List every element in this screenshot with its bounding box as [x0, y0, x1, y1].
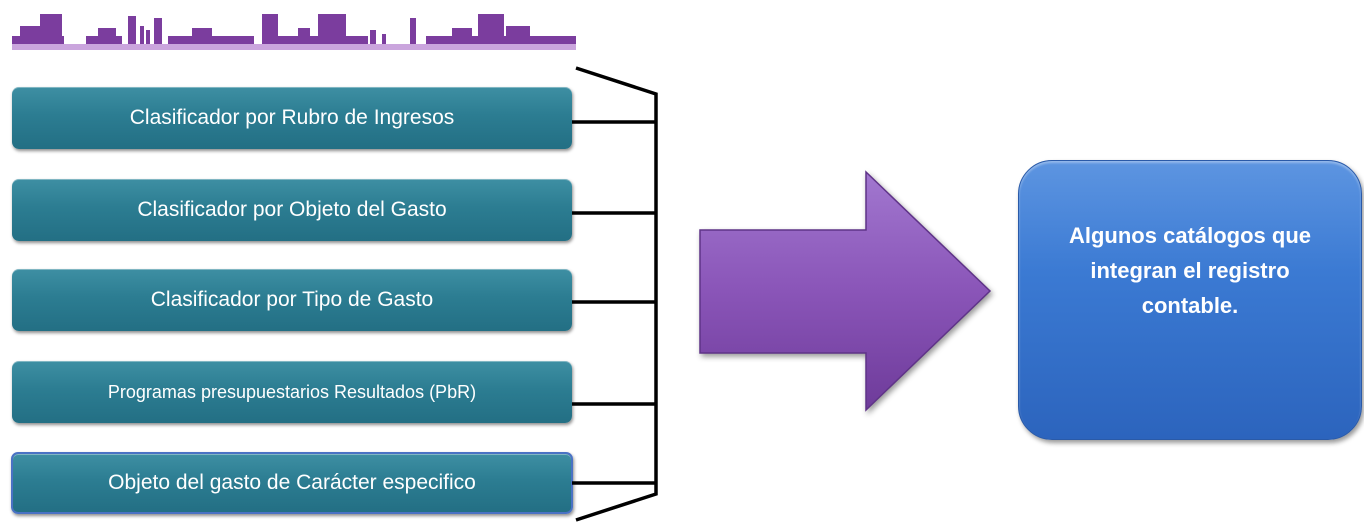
catalog-label: Clasificador por Rubro de Ingresos [129, 106, 455, 129]
result-text: Algunos catálogos que integran el regist… [1068, 222, 1312, 318]
catalog-box-programas-pbr: Programas presupuestarios Resultados (Pb… [12, 361, 572, 423]
result-box: Algunos catálogos que integran el regist… [1018, 160, 1362, 440]
bracket-shape [575, 66, 658, 522]
catalog-label: Clasificador por Tipo de Gasto [150, 288, 434, 311]
catalog-box-rubro-ingresos: Clasificador por Rubro de Ingresos [12, 87, 572, 149]
bracket-connector [572, 66, 658, 522]
arrow-right-icon [699, 170, 992, 412]
catalog-box-tipo-gasto: Clasificador por Tipo de Gasto [12, 269, 572, 331]
catalog-label: Clasificador por Objeto del Gasto [137, 198, 447, 221]
decorative-bars [12, 14, 576, 50]
catalog-label: Objeto del gasto de Carácter especifico [108, 471, 476, 494]
catalog-box-objeto-gasto: Clasificador por Objeto del Gasto [12, 179, 572, 241]
catalog-label: Programas presupuestarios Resultados (Pb… [107, 381, 477, 402]
catalog-box-objeto-caracter-especifico: Objeto del gasto de Carácter especifico [11, 452, 573, 514]
